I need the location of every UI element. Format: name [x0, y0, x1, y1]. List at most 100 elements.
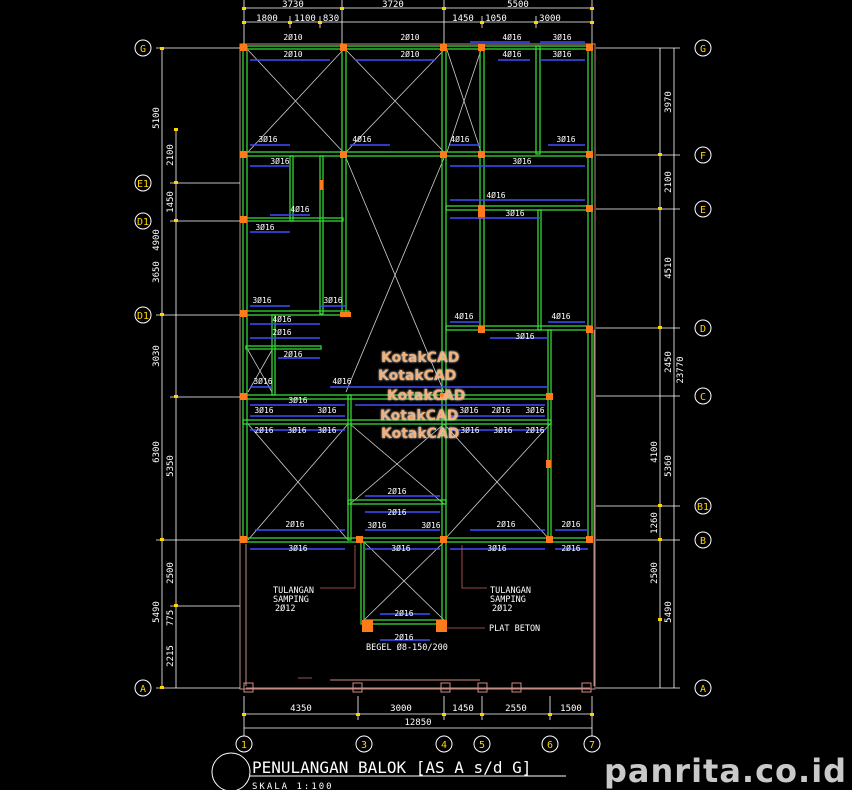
rebar-label: 2Ø16 — [496, 519, 515, 529]
dim-bottom-2: 3000 — [390, 704, 412, 714]
brand-watermark: panrita.co.id — [604, 752, 848, 790]
dim-left-inner-5: 5350 — [166, 455, 176, 477]
dim-top-5: 1100 — [294, 14, 316, 24]
axis-label-left-d1a: D1 — [137, 217, 149, 228]
rebar-label: 2Ø16 — [561, 519, 580, 529]
leaders — [298, 545, 487, 679]
notes: TULANGAN SAMPING 2Ø12 TULANGAN SAMPING 2… — [273, 586, 540, 653]
stamp-line: KotakCAD — [380, 408, 459, 424]
top-dimensions: 3730 3720 5500 1800 1100 830 1450 1050 3… — [256, 0, 561, 24]
rebar-label: 4Ø16 — [352, 134, 371, 144]
dim-right-8: 2500 — [650, 562, 660, 584]
axis-label-right-e: E — [700, 205, 706, 216]
stamp-line: KotakCAD — [387, 388, 466, 404]
note-tulangan-left-3: 2Ø12 — [275, 603, 295, 614]
rebar-label: 2Ø16 — [272, 327, 291, 337]
axis-bubbles-left — [134, 39, 152, 697]
dim-left-inner-2: 1450 — [166, 191, 176, 213]
dim-left-inner-1: 2100 — [166, 144, 176, 166]
rebar-label: 3Ø16 — [505, 208, 524, 218]
rebar-label: 3Ø16 — [487, 543, 506, 553]
kotakcad-stamp: KotakCAD KotakCAD KotakCAD KotakCAD Kota… — [378, 348, 482, 444]
note-tulangan-right-1: TULANGAN — [490, 586, 531, 596]
note-tulangan-left-2: SAMPING — [273, 595, 309, 605]
note-begel: BEGEL Ø8-150/200 — [366, 642, 448, 653]
axis-labels-left: G E1 D1 D1 A — [137, 44, 149, 695]
axis-label-right-f: F — [700, 151, 706, 162]
dim-top-3: 5500 — [507, 0, 529, 10]
rebar-label: 2Ø16 — [491, 405, 510, 415]
dim-left-inner-3: 3650 — [152, 261, 162, 283]
axis-label-left-e1: E1 — [137, 179, 149, 190]
axis-label-bottom-7: 7 — [589, 740, 595, 751]
rebar-label: 3Ø16 — [258, 134, 277, 144]
rebar-label: 4Ø16 — [486, 190, 505, 200]
dim-top-4: 1800 — [256, 14, 278, 24]
dim-top-8: 1050 — [485, 14, 507, 24]
rebar-label: 3Ø16 — [317, 405, 336, 415]
axis-label-right-b1: B1 — [697, 502, 709, 513]
note-plat-beton: PLAT BETON — [489, 624, 540, 634]
rebar-label: 4Ø16 — [454, 311, 473, 321]
drawing-scale: SKALA 1:100 — [252, 782, 334, 790]
dim-right-3: 4510 — [664, 257, 674, 279]
rebar-label: 2Ø10 — [400, 32, 419, 42]
rebar-label: 3Ø16 — [525, 405, 544, 415]
dim-top-9: 3000 — [539, 14, 561, 24]
rebar-label: 3Ø16 — [252, 295, 271, 305]
stamp-line: KotakCAD — [378, 368, 457, 384]
rebar-label: 3Ø16 — [391, 543, 410, 553]
dim-right-2: 2100 — [664, 171, 674, 193]
rebar-label: 3Ø16 — [367, 520, 386, 530]
axis-label-left-a: A — [140, 684, 146, 695]
dim-top-2: 3720 — [382, 0, 404, 10]
right-dimensions: 23770 3970 2100 4510 2450 4100 5360 1260… — [650, 91, 686, 623]
rebar-label: 3Ø16 — [317, 425, 336, 435]
dim-bottom-5: 1500 — [560, 704, 582, 714]
dim-left-outer-3: 3030 — [152, 345, 162, 367]
dim-left-inner-4: 6300 — [152, 441, 162, 463]
dim-top-6: 830 — [323, 14, 339, 24]
dim-bottom-total: 12850 — [404, 718, 431, 728]
stamp-line: KotakCAD — [381, 426, 460, 442]
dim-left-outer-2: 4900 — [152, 229, 162, 251]
axis-label-bottom-3: 3 — [361, 740, 367, 751]
dim-bottom-1: 4350 — [290, 704, 312, 714]
dim-bottom-3: 1450 — [452, 704, 474, 714]
axis-bubbles-right — [694, 39, 712, 697]
rebar-label: 4Ø16 — [551, 311, 570, 321]
rebar-label: 3Ø16 — [253, 376, 272, 386]
note-tulangan-right-2: SAMPING — [490, 595, 526, 605]
dim-right-5: 4100 — [650, 441, 660, 463]
rebar-label: 2Ø10 — [283, 32, 302, 42]
axis-labels-bottom: 1 3 4 5 6 7 — [241, 740, 595, 751]
drawing-title: PENULANGAN BALOK [AS A s/d G] — [252, 758, 531, 777]
rebar-label: 3Ø16 — [323, 295, 342, 305]
axis-label-right-a: A — [700, 684, 706, 695]
rebar-label: 4Ø16 — [502, 49, 521, 59]
rebar-label: 2Ø16 — [561, 543, 580, 553]
rebar-label: 3Ø16 — [512, 156, 531, 166]
axis-bubbles-bottom — [235, 735, 601, 753]
rebar-label: 4Ø16 — [290, 204, 309, 214]
dim-right-total: 23770 — [676, 356, 686, 383]
beams — [242, 45, 593, 627]
rebar-label: 3Ø16 — [270, 156, 289, 166]
left-dimensions: 5100 4900 3030 5490 2100 1450 3650 6300 … — [152, 107, 176, 667]
dim-right-6: 5360 — [664, 455, 674, 477]
rebar-label: 2Ø16 — [285, 519, 304, 529]
rebar-label: 3Ø16 — [288, 543, 307, 553]
axis-label-bottom-6: 6 — [547, 740, 553, 751]
rebar-label: 2Ø16 — [394, 608, 413, 618]
rebar-label: 2Ø16 — [387, 486, 406, 496]
axis-labels-right: G F E D C B1 B A — [697, 44, 709, 695]
columns — [240, 44, 593, 632]
axis-label-left-g: G — [140, 44, 146, 55]
dim-top-7: 1450 — [452, 14, 474, 24]
rebar-label: 3Ø16 — [421, 520, 440, 530]
rebar-label: 3Ø16 — [287, 425, 306, 435]
rebar-label: 3Ø16 — [288, 395, 307, 405]
rebar-label: 3Ø16 — [459, 405, 478, 415]
dim-right-7: 1260 — [650, 512, 660, 534]
